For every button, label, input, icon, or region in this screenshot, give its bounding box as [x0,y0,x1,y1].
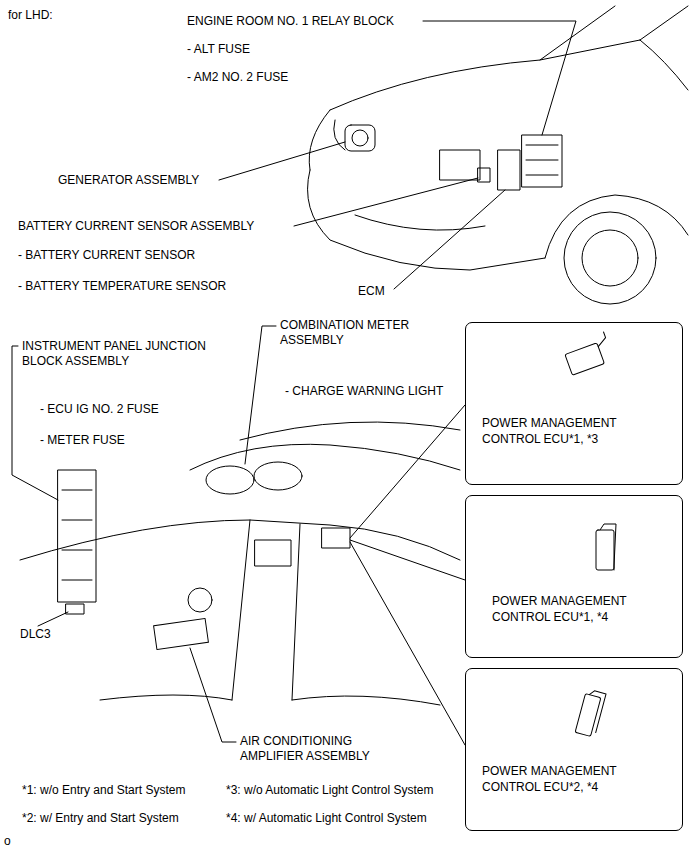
leader-line [245,326,276,464]
leader-line [38,612,68,626]
callout-box: POWER MANAGEMENT CONTROL ECU*2, *4 [465,668,683,831]
leader-line [12,346,58,500]
floor [100,695,232,700]
fuse-name: - METER FUSE [40,433,125,448]
car-side [640,40,688,90]
center-console [232,520,300,700]
part-name: BATTERY CURRENT SENSOR ASSEMBLY [18,219,254,234]
fuse-name: - ECU IG NO. 2 FUSE [40,402,159,417]
meter-dial [206,466,254,494]
display [255,540,291,566]
title: for LHD: [8,8,53,23]
generator-pulley [352,130,368,146]
a-pillar [640,6,688,40]
leader-line [423,21,576,135]
footnote: *3: w/o Automatic Light Control System [226,783,433,798]
part-name: DLC3 [20,627,51,642]
meter-dial [254,462,302,490]
wheel-arch [545,195,688,258]
leader-line [394,190,505,289]
car-bumper [308,170,546,270]
leader-line [294,178,478,226]
car-hood [330,40,640,110]
floor [292,696,440,705]
leader-line [190,648,236,742]
dash-lower [20,520,460,560]
air-con-amplifier [154,618,209,649]
generator [345,125,375,151]
dlc3 [66,604,84,614]
power-management-ecu [322,528,350,548]
part-name: GENERATOR ASSEMBLY [58,173,199,188]
ecm [498,150,520,190]
fuse-name: - ALT FUSE [187,42,250,57]
part-name: AIR CONDITIONING AMPLIFIER ASSEMBLY [240,734,412,764]
headlight [334,120,345,150]
figure-mark: o [4,834,11,849]
part-name: - CHARGE WARNING LIGHT [285,384,443,399]
shift-knob [188,588,212,612]
wheel [564,212,656,304]
leader-line [219,142,345,180]
junction-detail [62,490,92,580]
footnote: *1: w/o Entry and Start System [22,783,185,798]
part-name: ENGINE ROOM NO. 1 RELAY BLOCK [187,14,394,29]
dash-top [240,422,460,440]
part-name: COMBINATION METER ASSEMBLY [280,318,452,348]
car-fender [309,110,330,170]
footnote: *2: w/ Entry and Start System [22,811,179,826]
windshield-edge [540,6,615,60]
part-name: INSTRUMENT PANEL JUNCTION BLOCK ASSEMBLY [22,339,227,369]
relay-block [522,135,562,187]
part-name: POWER MANAGEMENT CONTROL ECU*1, *3 [482,415,662,447]
grille [355,215,485,230]
battery [440,150,480,180]
ecu-icon [596,524,616,570]
callout-box: POWER MANAGEMENT CONTROL ECU*1, *3 [465,322,683,485]
part-name: POWER MANAGEMENT CONTROL ECU*2, *4 [482,763,662,795]
part-name: POWER MANAGEMENT CONTROL ECU*1, *4 [492,593,672,625]
ecu-icon [562,332,614,375]
junction-block [58,470,96,602]
part-name: - BATTERY CURRENT SENSOR [18,248,195,263]
part-name: ECM [358,284,385,299]
leader-line [350,405,465,745]
wheel-hub [582,230,638,286]
part-name: - BATTERY TEMPERATURE SENSOR [18,279,226,294]
callout-box: POWER MANAGEMENT CONTROL ECU*1, *4 [465,495,683,658]
fuse-name: - AM2 NO. 2 FUSE [187,70,288,85]
relay-detail [526,145,558,175]
ecu-icon [575,689,606,738]
footnote: *4: w/ Automatic Light Control System [226,811,427,826]
battery-current-sensor [478,168,490,182]
